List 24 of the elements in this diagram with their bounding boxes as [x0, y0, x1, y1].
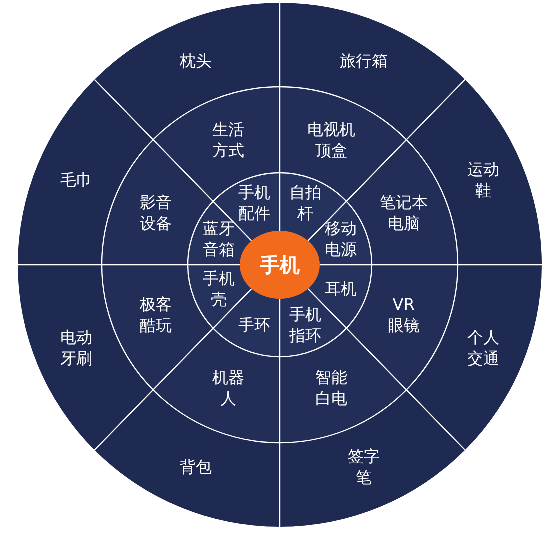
sector-label: 手机壳 [203, 269, 236, 312]
sector-label: 自拍杆 [289, 183, 322, 225]
sector-label: 旅行箱 [340, 51, 388, 72]
sector-label: 电视机顶盒 [307, 120, 356, 162]
sector-label: 生活方式 [212, 120, 245, 162]
sector-label: 运动鞋 [467, 160, 500, 202]
sector-label: 蓝牙音箱 [203, 218, 236, 261]
sector-label: 电动牙刷 [60, 328, 93, 370]
sector-label: 智能白电 [315, 368, 348, 410]
sector-label: 耳机 [324, 280, 357, 301]
sector-label: 极客酷玩 [140, 295, 172, 338]
sector-label: 移动电源 [324, 218, 357, 261]
sector-label: 笔记本电脑 [380, 192, 428, 235]
sector-label: 手环 [238, 316, 271, 336]
sector-label: 手机配件 [238, 183, 271, 225]
sector-label: 背包 [180, 458, 212, 479]
sector-label: 个人交通 [467, 328, 500, 370]
sector-label: 影音设备 [140, 192, 172, 235]
sector-label: 签字笔 [348, 447, 380, 490]
sector-label: 手机指环 [289, 305, 322, 347]
sector-label: 机器人 [212, 368, 245, 410]
sector-label: 毛巾 [60, 170, 93, 192]
sector-label: 枕头 [180, 51, 212, 72]
sector-label: VR眼镜 [386, 295, 422, 338]
